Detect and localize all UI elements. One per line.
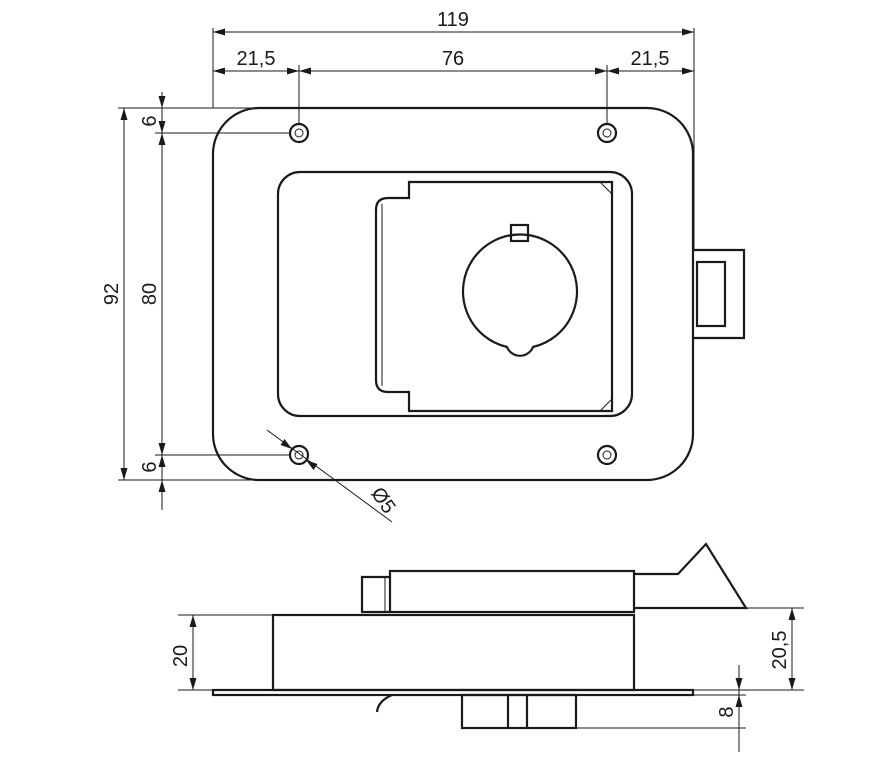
side-flange	[211, 688, 695, 697]
dimension-hole-vertical: 6 80 6	[139, 92, 166, 510]
lock-key-slot	[509, 223, 530, 243]
mounting-plate-outline	[211, 106, 695, 482]
extension-lines-vertical	[118, 107, 290, 481]
latch-housing	[693, 248, 746, 340]
dim-label-bottom-edge-offset: 6	[139, 461, 161, 472]
mounting-hole-top-left	[288, 122, 310, 144]
recess-outline	[276, 170, 634, 418]
side-spring-wire	[375, 693, 393, 713]
dim-label-hole-spacing: 76	[442, 48, 464, 70]
dim-label-overall-height: 92	[101, 283, 123, 305]
dim-label-top-edge-offset: 6	[139, 115, 161, 126]
dimension-hole-diameter: Ø5	[266, 429, 400, 523]
side-lock-body	[460, 693, 578, 730]
dimension-bottom-protrusion: 8	[693, 665, 746, 752]
dim-label-left-offset: 21,5	[237, 48, 276, 70]
side-extension-lines	[178, 607, 804, 729]
dim-label-body-height: 20	[170, 645, 192, 667]
dimension-overall-width: 119	[213, 9, 694, 36]
dim-label-overall-width: 119	[437, 9, 469, 31]
side-view: 20 20,5 8	[170, 542, 804, 752]
paddle-outline	[374, 180, 614, 413]
dim-label-bottom-protrusion: 8	[716, 706, 738, 717]
dim-label-hole-diameter: Ø5	[366, 483, 399, 517]
dim-label-total-height: 20,5	[769, 631, 791, 670]
dim-label-hole-vertical-spacing: 80	[139, 283, 161, 305]
dimension-total-height: 20,5	[769, 608, 796, 690]
mounting-hole-top-right	[596, 122, 618, 144]
dimension-overall-height: 92	[101, 108, 128, 480]
mounting-hole-bottom-right	[596, 444, 618, 466]
side-paddle-stop	[360, 575, 390, 614]
lock-cylinder	[461, 233, 579, 357]
side-paddle	[388, 569, 636, 614]
dim-label-right-offset: 21,5	[631, 48, 670, 70]
side-body	[271, 613, 636, 692]
latch-bolt	[695, 260, 727, 328]
paddle-bevel	[599, 181, 613, 412]
extension-lines-horizontal	[212, 28, 695, 250]
top-view: 119 21,5 76 21,5 92	[101, 9, 746, 523]
side-handle-triangle	[634, 542, 748, 610]
dimension-body-height: 20	[170, 615, 197, 690]
dimension-hole-spacing-row: 21,5 76 21,5	[213, 48, 694, 75]
